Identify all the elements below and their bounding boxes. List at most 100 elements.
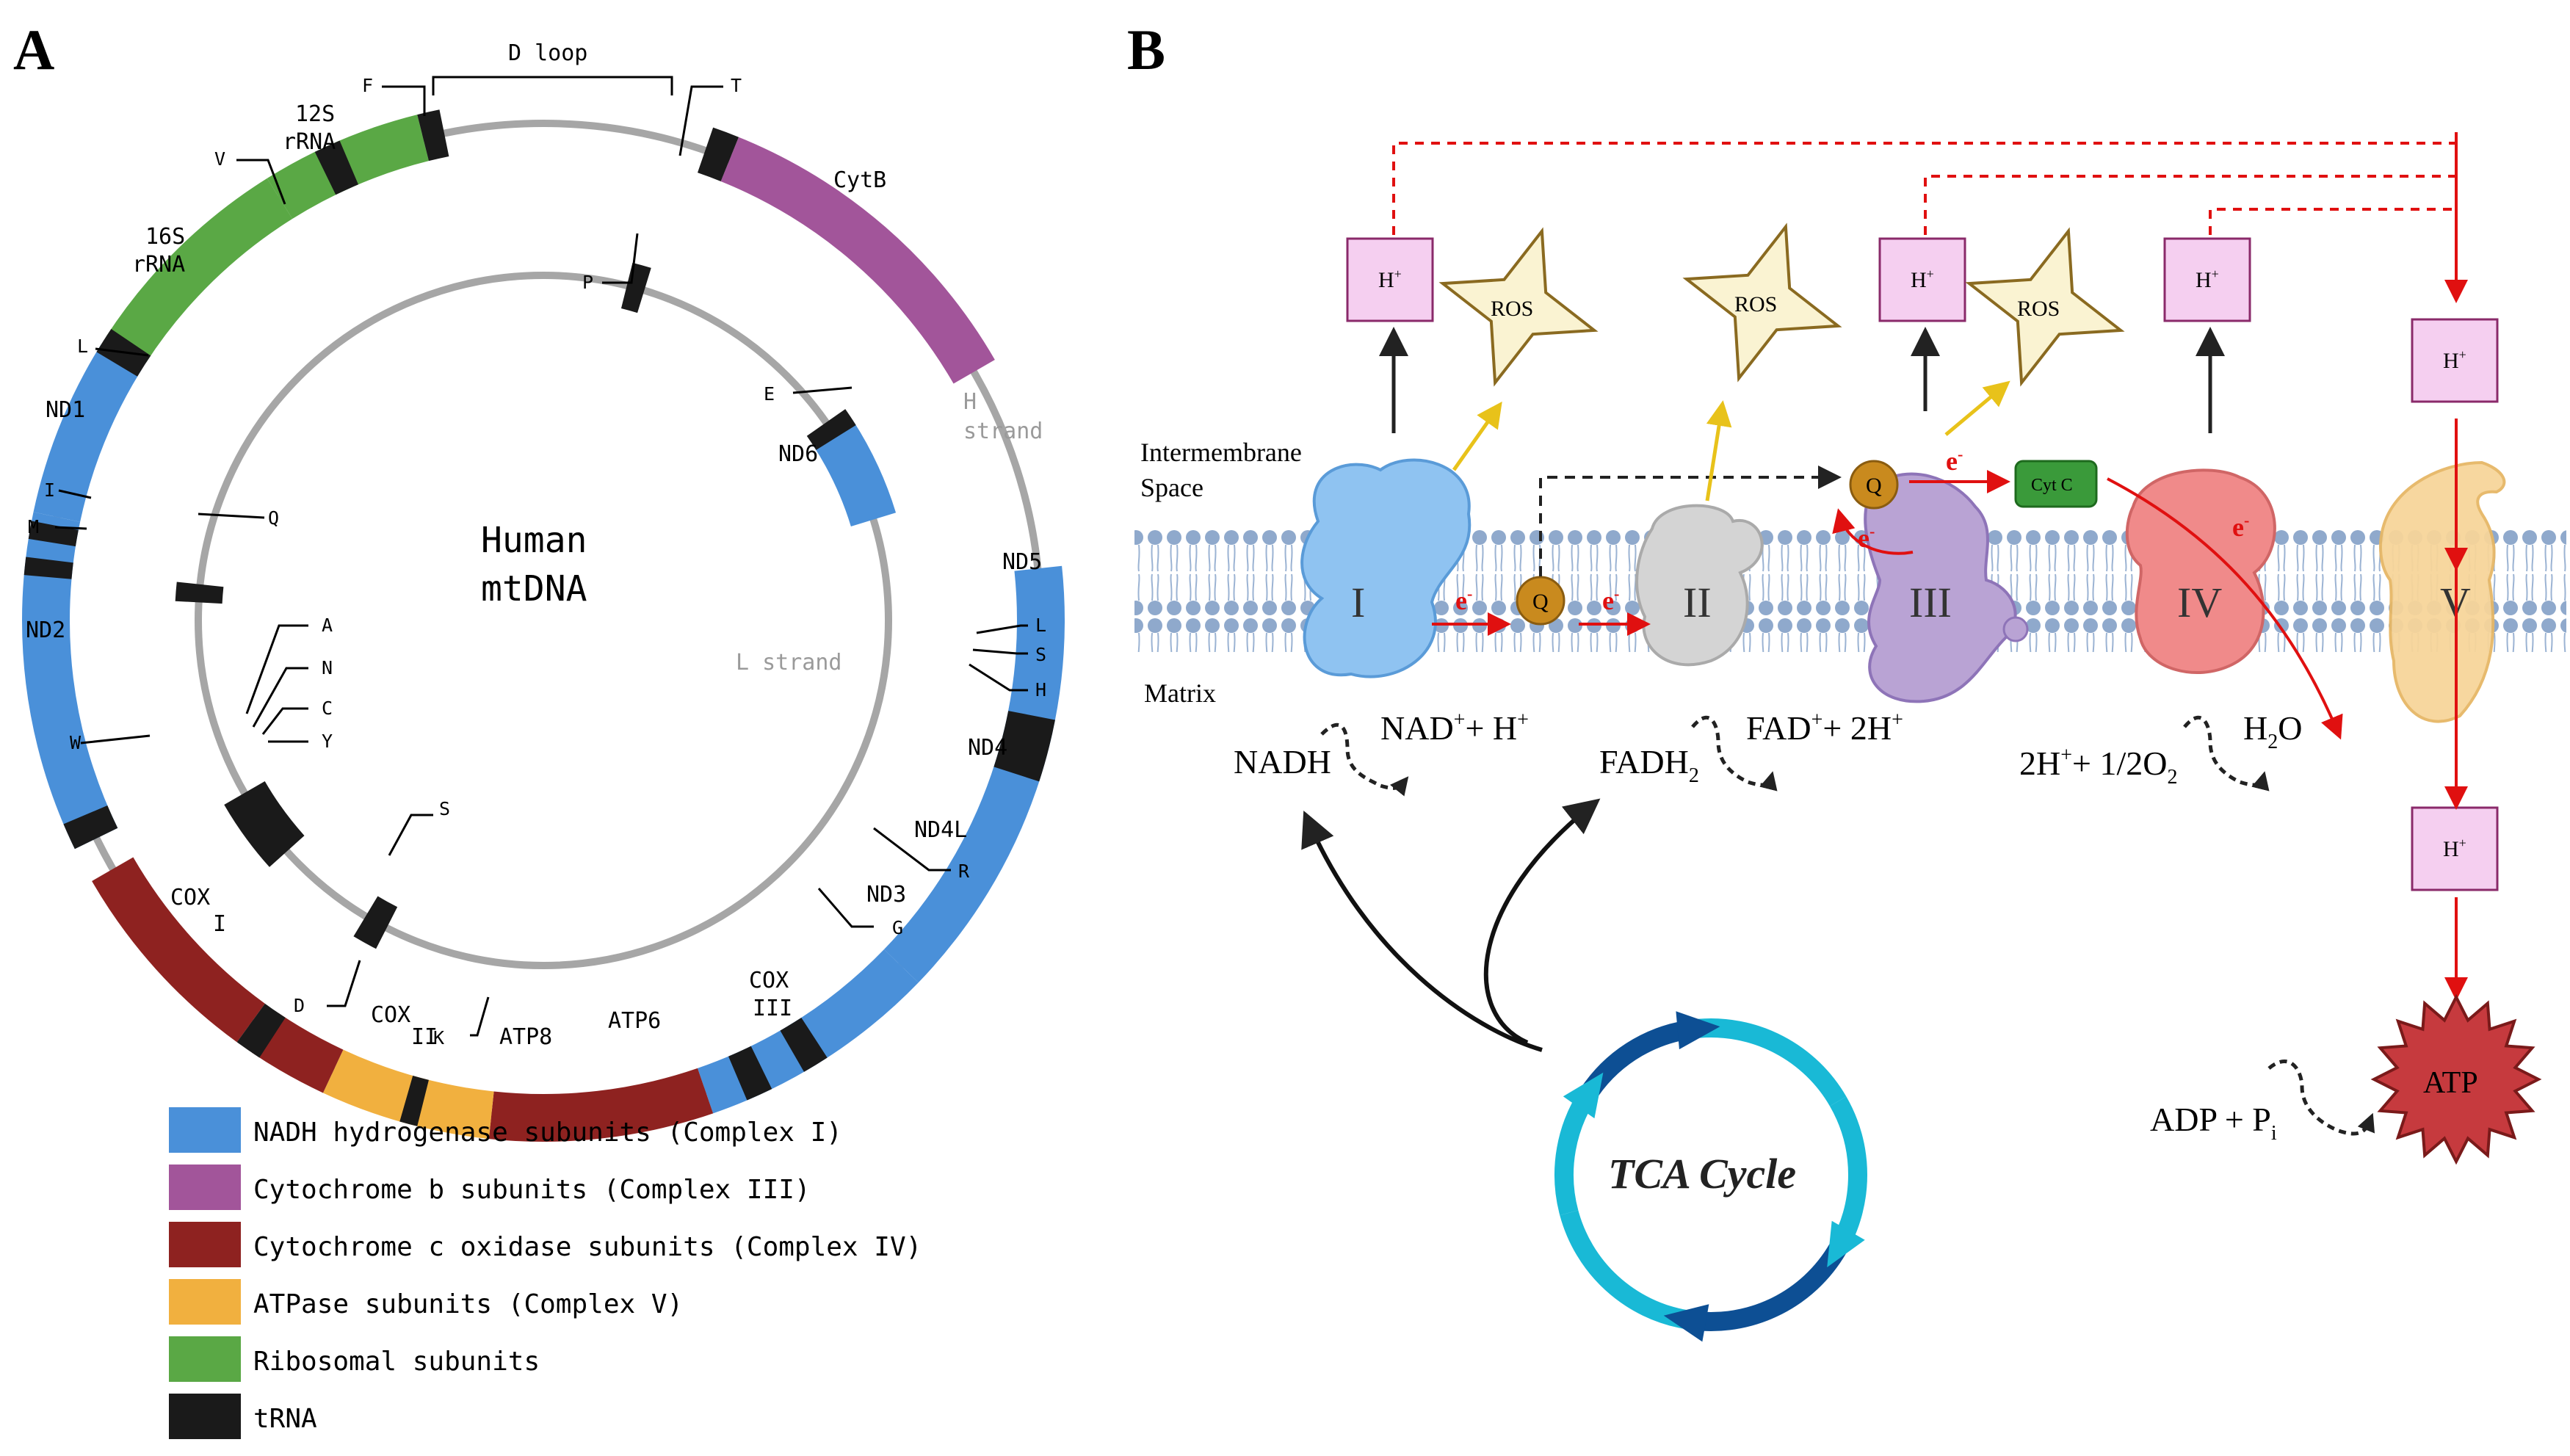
matrix-label: Matrix <box>1144 678 1216 708</box>
seg-nd4 <box>783 949 919 1070</box>
nad-label: NAD++ H+ <box>1380 709 1529 747</box>
q-pool-1: Q <box>1516 576 1565 626</box>
center-title-2: mtDNA <box>481 568 587 609</box>
nad-suffix: + H <box>1465 709 1517 747</box>
seg-nd6 <box>813 419 897 526</box>
h-plus-box-1 <box>1878 237 1966 322</box>
mark-Q <box>175 582 224 604</box>
legend-label-5: tRNA <box>253 1404 317 1434</box>
atp-starburst <box>2370 993 2542 1165</box>
legend-swatch-5 <box>169 1394 241 1439</box>
trna-F: F <box>362 75 373 96</box>
trna-W: W <box>70 732 82 753</box>
trna-I: I <box>44 479 55 501</box>
h-plus-box-2 <box>2163 237 2251 322</box>
gene-atp6: ATP6 <box>608 1008 661 1034</box>
ros-star-2 <box>1965 227 2125 387</box>
complex-iv: IV <box>2125 468 2276 675</box>
svg-text:e-: e- <box>1602 584 1619 615</box>
gene-nd4l: ND4L <box>914 817 967 843</box>
legend-label-1: Cytochrome b subunits (Complex III) <box>253 1175 811 1205</box>
gene-16s-b: rRNA <box>132 252 185 278</box>
nadh-label: NADH <box>1234 743 1331 780</box>
h-plus-label-4: H+ <box>2443 836 2466 861</box>
ros-star-1 <box>1682 222 1842 383</box>
trna-K: K <box>433 1027 444 1048</box>
trna-C: C <box>322 698 333 719</box>
seg-nd2 <box>21 512 118 850</box>
gene-atp8: ATP8 <box>499 1024 552 1050</box>
mark-E <box>806 409 856 450</box>
mark-ANCY <box>224 781 305 867</box>
reaction-squiggles <box>1320 715 2375 1136</box>
tca-label: TCA Cycle <box>1608 1150 1796 1198</box>
legend-label-3: ATPase subunits (Complex V) <box>253 1289 683 1319</box>
tca-head-2 <box>1827 1220 1865 1267</box>
e-4: e <box>1858 524 1869 553</box>
e-5: e <box>2232 513 2244 542</box>
trna-leaders <box>54 85 1028 1037</box>
q-pool-2: Q <box>1849 460 1899 510</box>
complex-i: I <box>1300 458 1472 678</box>
gene-cox1-a: COX <box>170 885 210 910</box>
oxygen-left: 2H <box>2019 745 2060 782</box>
inner-gene-segments <box>813 419 897 526</box>
legend-swatch-1 <box>169 1165 241 1210</box>
water-text: H <box>2243 709 2267 747</box>
q-label-2: Q <box>1866 474 1882 498</box>
svg-text:e-: e- <box>2232 511 2249 542</box>
adp-text: ADP + P <box>2150 1101 2271 1138</box>
legend-label-2: Cytochrome c oxidase subunits (Complex I… <box>253 1232 922 1262</box>
gene-cytb: CytB <box>833 167 886 193</box>
trna-V: V <box>214 148 225 170</box>
trna-E: E <box>764 383 775 405</box>
seg-nd5 <box>883 565 1065 983</box>
mark-P <box>620 262 651 314</box>
complex-iii-label: III <box>1909 579 1952 626</box>
ros-label-1: ROS <box>1734 292 1777 316</box>
e-1: e <box>1455 586 1467 615</box>
seg-atp8 <box>322 1049 421 1124</box>
mark-T <box>697 127 739 181</box>
gene-12s-a: 12S <box>295 101 335 127</box>
gene-cox3-b: III <box>753 996 792 1021</box>
complex-iv-label: IV <box>2177 579 2222 626</box>
mark-W <box>63 805 118 850</box>
h-plus-box-3 <box>2411 318 2499 403</box>
complex-iii: III <box>1864 472 2029 703</box>
h-plus-box-4 <box>2411 806 2499 891</box>
cytc-label: Cyt C <box>2031 476 2073 495</box>
intermembrane-label-2: Space <box>1140 473 1203 502</box>
gene-cox3-a: COX <box>749 968 789 993</box>
mark-D <box>236 1003 286 1058</box>
gene-cox1-b: I <box>213 911 226 937</box>
svg-text:e-: e- <box>1946 445 1963 476</box>
mark-G <box>728 1046 772 1101</box>
mark-I <box>28 521 79 547</box>
legend-label-4: Ribosomal subunits <box>253 1347 540 1377</box>
nad-text: NAD <box>1380 709 1454 747</box>
l-strand-ring <box>195 272 892 969</box>
trna-marks <box>23 109 1055 1126</box>
seg-atp6 <box>408 1078 494 1140</box>
trna-N: N <box>322 657 333 678</box>
tca-arc-3 <box>1684 1243 1847 1331</box>
legend-swatch-3 <box>169 1279 241 1325</box>
complex-i-label: I <box>1351 579 1365 626</box>
trna-M: M <box>28 516 39 537</box>
trna-H: H <box>1035 679 1046 700</box>
mark-LSH <box>993 711 1055 782</box>
trna-L2: L <box>1035 615 1046 636</box>
electron-flow <box>1432 470 2343 740</box>
adp-label: ADP + Pi <box>2150 1101 2277 1145</box>
mark-M <box>23 557 73 579</box>
d-loop-label: D loop <box>508 40 587 66</box>
oxygen-mid: + 1/2O <box>2072 745 2167 782</box>
cytochrome-c: Cyt C <box>2014 460 2098 508</box>
legend-swatch-2 <box>169 1222 241 1267</box>
legend: NADH hydrogenase subunits (Complex I)Cyt… <box>169 1107 922 1439</box>
legend-swatch-4 <box>169 1336 241 1382</box>
trna-S2: S <box>1035 644 1046 665</box>
